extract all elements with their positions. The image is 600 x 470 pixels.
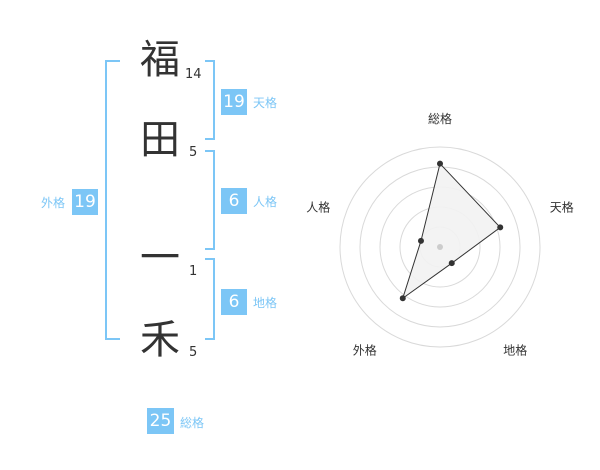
radar-grid-ring	[339, 146, 541, 348]
jinkaku-bracket-side	[213, 150, 215, 250]
stroke-count-3: 1	[189, 264, 198, 279]
name-char-1: 福	[140, 37, 180, 83]
chikaku-label: 地格	[253, 296, 278, 310]
tenkaku-bracket-bottom	[205, 138, 215, 140]
gaikaku-label: 外格	[41, 196, 66, 210]
stroke-count-4: 5	[189, 345, 198, 360]
chikaku-bracket-top	[205, 258, 215, 260]
name-char-2: 田	[140, 117, 180, 163]
stroke-count-2: 5	[189, 145, 198, 160]
tenkaku-value: 19	[221, 89, 247, 115]
stroke-count-1: 14	[185, 67, 202, 82]
chikaku-bracket-side	[213, 258, 215, 340]
radar-axis-label-2: 天格	[550, 199, 574, 214]
name-char-4: 禾	[140, 317, 180, 363]
tenkaku-label: 天格	[253, 96, 278, 110]
radar-point-4	[399, 295, 406, 302]
radar-data-area	[401, 162, 501, 300]
radar-grid-ring	[379, 186, 501, 308]
radar-axis-label-3: 地格	[503, 343, 527, 358]
jinkaku-bracket-bottom	[205, 248, 215, 250]
radar-center-dot	[437, 244, 443, 250]
radar-point-1	[437, 160, 443, 167]
soukaku-value: 25	[147, 408, 174, 434]
chikaku-value: 6	[221, 289, 247, 315]
radar-grid-ring	[399, 206, 481, 288]
tenkaku-bracket-side	[213, 60, 215, 140]
radar-axis-label-4: 外格	[353, 343, 377, 358]
radar-point-3	[448, 260, 455, 267]
chikaku-bracket-bottom	[205, 338, 215, 340]
radar-grid-ring	[359, 166, 521, 328]
gaikaku-value: 19	[72, 189, 98, 215]
name-char-3: 一	[140, 235, 180, 281]
radar-point-2	[497, 224, 504, 231]
jinkaku-value: 6	[221, 188, 247, 214]
radar-axis-label-1: 総格	[428, 111, 452, 126]
gaikaku-bracket-top	[105, 60, 120, 62]
radar-point-5	[417, 237, 424, 244]
soukaku-label: 総格	[180, 416, 205, 430]
gaikaku-bracket-side	[105, 60, 107, 340]
jinkaku-bracket-top	[205, 150, 215, 152]
radar-axis-label-5: 人格	[306, 199, 330, 214]
radar-grid-ring	[419, 226, 461, 268]
jinkaku-label: 人格	[253, 195, 278, 209]
tenkaku-bracket-top	[205, 60, 215, 62]
gaikaku-bracket-bottom	[105, 338, 120, 340]
